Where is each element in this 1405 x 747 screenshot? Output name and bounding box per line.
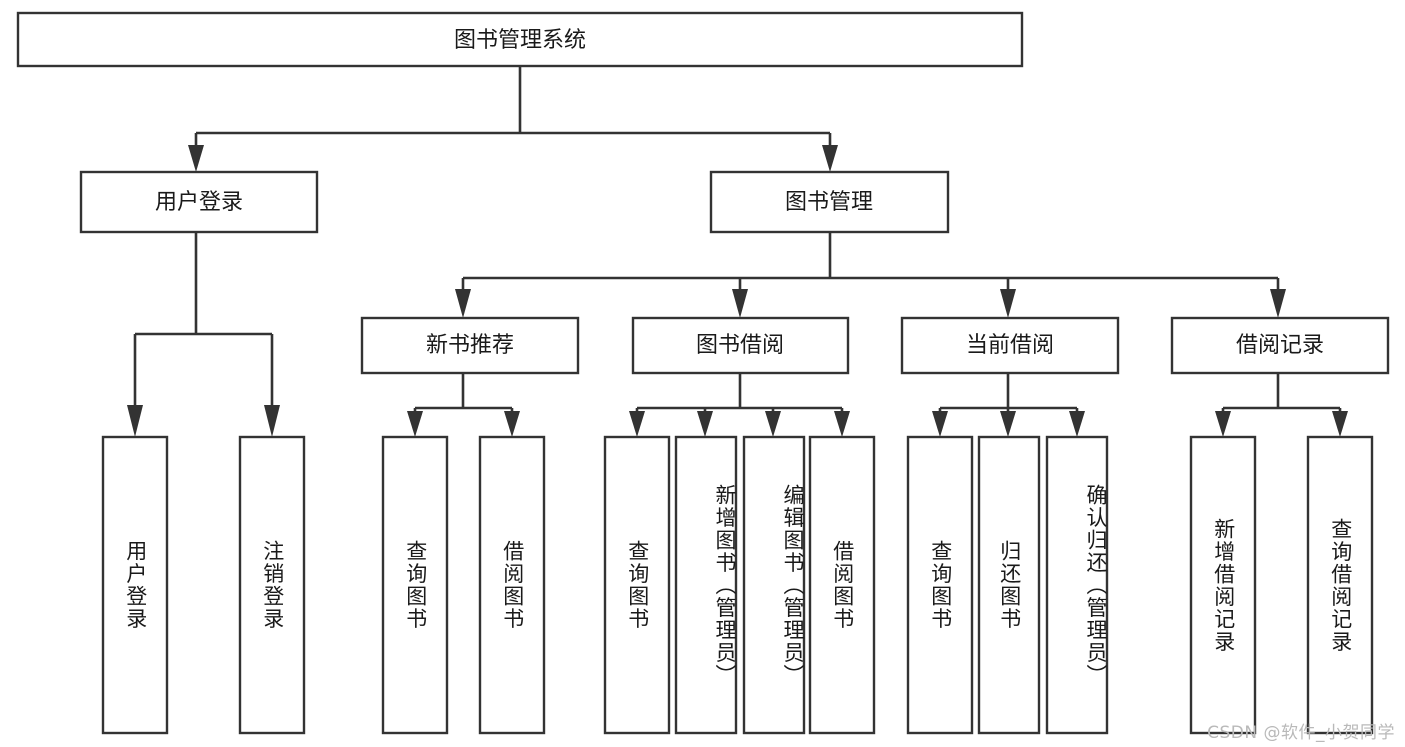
leaf-box-book-borrow-2[interactable] (742, 435, 806, 735)
node-box-book-borrow[interactable] (631, 316, 850, 375)
node-layer: 图书管理系统 用户登录 图书管理 新书推荐 图书借阅 当前借阅 借阅记录 (16, 11, 1390, 735)
leaf-box-current-borrow-0[interactable] (906, 435, 974, 735)
leaf-box-book-borrow-1[interactable] (674, 435, 738, 735)
node-label-root: 图书管理系统 (454, 28, 586, 53)
leaf-box-book-borrow-3[interactable] (808, 435, 876, 735)
arrow-head-user-login (188, 145, 204, 172)
arrow-head-borrow-record (1270, 289, 1286, 318)
arrow-head-bb-leaf-3 (834, 411, 850, 437)
leaf-box-new-book-1[interactable] (478, 435, 546, 735)
leaf-box-current-borrow-2[interactable] (1045, 435, 1109, 735)
leaf-box-book-borrow-0[interactable] (603, 435, 671, 735)
node-label-borrow-record: 借阅记录 (1236, 333, 1324, 358)
node-box-borrow-record[interactable] (1170, 316, 1390, 375)
arrow-head-current-borrow (1000, 289, 1016, 318)
node-label-new-book-recommend: 新书推荐 (426, 333, 514, 358)
arrow-head-ul-leaf-0 (127, 405, 143, 437)
leaf-box-borrow-record-0[interactable] (1189, 435, 1257, 735)
leaf-box-new-book-0[interactable] (381, 435, 449, 735)
node-box-root[interactable] (16, 11, 1024, 68)
arrow-head-book-borrow (732, 289, 748, 318)
arrow-head-bb-leaf-2 (765, 411, 781, 437)
arrow-head-cb-leaf-1 (1000, 411, 1016, 437)
arrow-head-nb-leaf-1 (504, 411, 520, 437)
node-box-user-login[interactable] (79, 170, 319, 234)
leaf-box-user-login-1[interactable] (238, 435, 306, 735)
node-box-current-borrow[interactable] (900, 316, 1120, 375)
arrow-head-bb-leaf-1 (697, 411, 713, 437)
watermark-text: CSDN @软件_小贺同学 (1207, 723, 1395, 743)
arrow-head-cb-leaf-0 (932, 411, 948, 437)
node-label-book-borrow: 图书借阅 (696, 333, 784, 358)
node-box-new-book-recommend[interactable] (360, 316, 580, 375)
arrow-head-bb-leaf-0 (629, 411, 645, 437)
arrow-head-nb-leaf-0 (407, 411, 423, 437)
leaf-box-user-login-0[interactable] (101, 435, 169, 735)
arrow-head-br-leaf-1 (1332, 411, 1348, 437)
node-box-book-management[interactable] (709, 170, 950, 234)
node-label-book-management: 图书管理 (785, 190, 873, 215)
arrow-head-new-book (455, 289, 471, 318)
arrow-head-ul-leaf-1 (264, 405, 280, 437)
node-label-current-borrow: 当前借阅 (966, 333, 1054, 358)
arrow-head-cb-leaf-2 (1069, 411, 1085, 437)
leaf-box-current-borrow-1[interactable] (977, 435, 1041, 735)
arrow-head-br-leaf-0 (1215, 411, 1231, 437)
leaf-box-borrow-record-1[interactable] (1306, 435, 1374, 735)
connector-layer (127, 66, 1348, 437)
node-label-user-login: 用户登录 (155, 190, 243, 215)
arrow-head-book-mgmt (822, 145, 838, 172)
